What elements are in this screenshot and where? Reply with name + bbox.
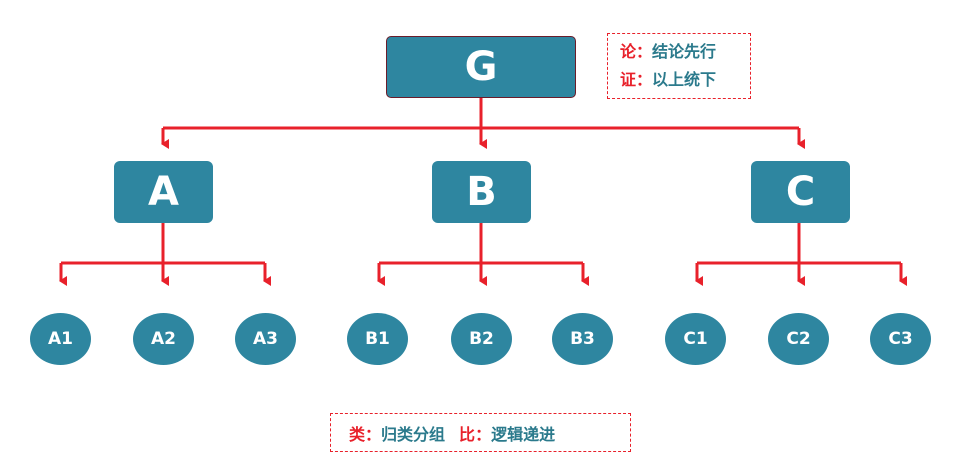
node-c2: C2 (768, 313, 829, 365)
node-c: C (751, 161, 850, 223)
note-text: 以上统下 (652, 70, 717, 89)
note-line-conclusion: 论：结论先行 (620, 38, 750, 66)
note-key: 证 (620, 70, 637, 89)
note-separator: ： (636, 70, 653, 89)
note-text: 结论先行 (652, 42, 717, 61)
node-c1: C1 (665, 313, 726, 365)
node-b1: B1 (347, 313, 408, 365)
note-separator: ： (475, 424, 492, 444)
note-principles: 论：结论先行 证：以上统下 (607, 33, 751, 99)
note-key: 类 (349, 424, 366, 444)
node-b: B (432, 161, 531, 223)
note-separator: ： (636, 42, 653, 61)
note-text: 归类分组 (381, 424, 446, 444)
node-a1: A1 (30, 313, 91, 365)
node-c3: C3 (870, 313, 931, 365)
node-root: G (386, 36, 576, 98)
note-grouping: 类：归类分组 比：逻辑递进 (330, 413, 631, 452)
node-b2: B2 (451, 313, 512, 365)
note-text: 逻辑递进 (491, 424, 556, 444)
note-key: 论 (620, 42, 637, 61)
node-a2: A2 (133, 313, 194, 365)
note-separator: ： (365, 424, 382, 444)
node-b3: B3 (552, 313, 613, 365)
note-line-support: 证：以上统下 (620, 66, 750, 94)
note-key: 比 (459, 424, 476, 444)
node-a: A (114, 161, 213, 223)
node-a3: A3 (235, 313, 296, 365)
